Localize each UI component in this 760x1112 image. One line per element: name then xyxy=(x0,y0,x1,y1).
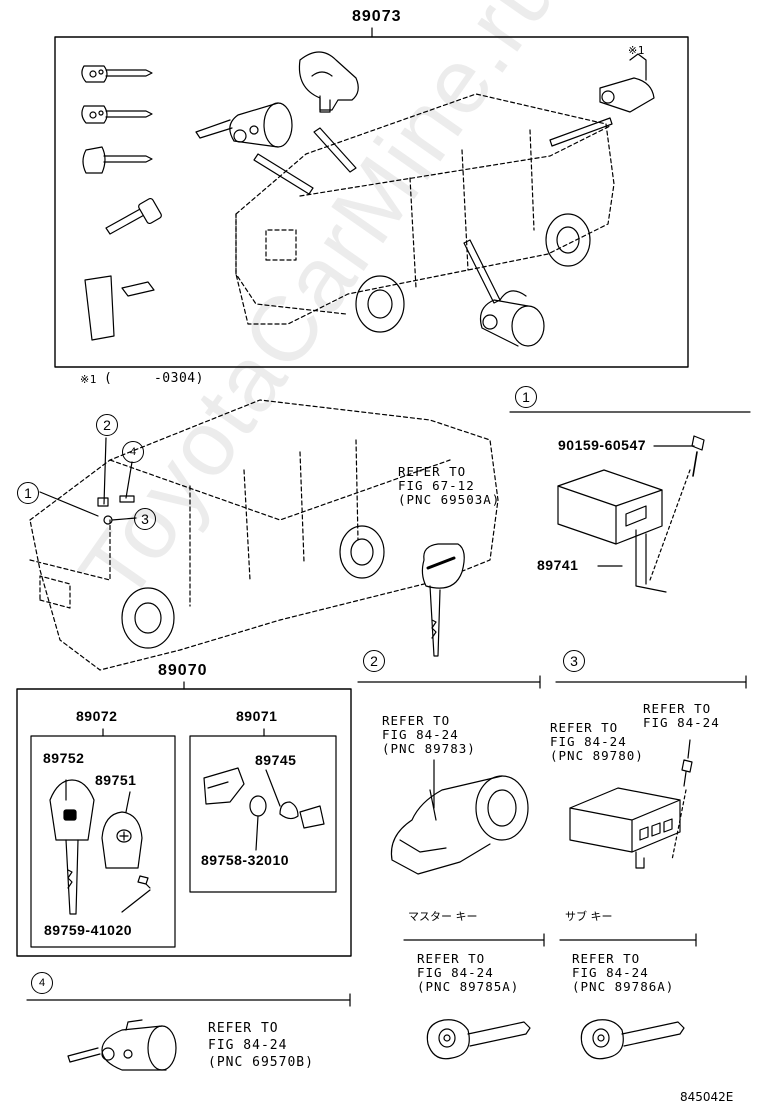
master-key-reference: REFER TO FIG 84-24 (PNC 89785A) xyxy=(417,952,519,994)
section-3-bolt-reference: REFER TO FIG 84-24 xyxy=(643,702,720,730)
key-reference: REFER TO FIG 67-12 (PNC 69503A) xyxy=(398,465,500,507)
sub-key-ref-line2: FIG 84-24 xyxy=(572,965,649,980)
master-key-blank-icon xyxy=(426,1019,531,1060)
remote-part-number: 89751 xyxy=(95,772,137,788)
key-blank-2-icon xyxy=(81,105,153,124)
key-blank-3-icon xyxy=(82,146,153,174)
key-tag-icon xyxy=(84,275,115,341)
key-blank-1-icon xyxy=(81,65,153,83)
key-ref-line1: REFER TO xyxy=(398,464,467,479)
kit-left-part-number: 89072 xyxy=(76,708,118,724)
section-2-ref-line3: (PNC 89783) xyxy=(382,741,476,756)
section-3-callout: 3 xyxy=(563,650,585,672)
screw-small-icon xyxy=(137,875,151,889)
ecu-module-icon xyxy=(557,469,667,593)
vehicle-top-wheels xyxy=(355,213,591,333)
callout-2-vehicle: 2 xyxy=(96,414,118,436)
key-chip-icon xyxy=(121,281,155,297)
vehicle-mid-wheels xyxy=(121,525,385,649)
section-1-callout: 1 xyxy=(515,386,537,408)
section-2-ref-line2: FIG 84-24 xyxy=(382,727,459,742)
section-4-ref-line2: FIG 84-24 xyxy=(208,1038,288,1053)
kit-right-frame xyxy=(189,735,337,893)
section-3-unit-ref-line3: (PNC 89780) xyxy=(550,748,644,763)
case-tab-icon xyxy=(299,805,325,829)
master-key-label: マスター キー xyxy=(408,910,478,923)
control-unit-icon xyxy=(569,787,681,869)
callout-4-vehicle: 4 xyxy=(122,441,144,463)
callout-1-vehicle: 1 xyxy=(17,482,39,504)
key-icon xyxy=(421,543,465,657)
top-box-note-mark: ※1 xyxy=(628,44,645,57)
sub-key-ref-line3: (PNC 89786A) xyxy=(572,979,675,994)
key-ref-line2: FIG 67-12 xyxy=(398,478,475,493)
key-part-number: 89752 xyxy=(43,750,85,766)
sub-key-label: サブ キー xyxy=(565,910,613,923)
footnote-mark: ※1 xyxy=(80,373,97,386)
sub-key-ref-line1: REFER TO xyxy=(572,951,641,966)
screw-icon xyxy=(681,759,693,787)
key-blank-4-icon xyxy=(105,197,162,235)
screw-part-number: 89759-41020 xyxy=(44,922,133,938)
key-ref-line3: (PNC 69503A) xyxy=(398,492,501,507)
lock-housing-icon xyxy=(195,102,293,148)
ignition-switch-icon xyxy=(390,775,529,875)
kit-right-part-number: 89071 xyxy=(236,708,278,724)
bolt-icon xyxy=(691,435,705,477)
case-part-number: 89745 xyxy=(255,752,297,768)
section-2-callout: 2 xyxy=(363,650,385,672)
section-4-ref-line3: (PNC 69570B) xyxy=(208,1055,314,1070)
master-key-ref-line1: REFER TO xyxy=(417,951,486,966)
battery-part-number: 89758-32010 xyxy=(201,852,290,868)
section-4-ref-line1: REFER TO xyxy=(208,1021,279,1036)
footnote-text: ( -0304) xyxy=(104,371,204,386)
master-key-ref-line2: FIG 84-24 xyxy=(417,965,494,980)
vehicle-top-outline xyxy=(235,93,615,325)
back-door-lock-icon xyxy=(599,53,655,113)
section-4-reference: REFER TO FIG 84-24 (PNC 69570B) xyxy=(208,1020,314,1071)
ignition-cylinder-icon xyxy=(298,51,359,113)
remote-transmitter-icon xyxy=(101,811,143,869)
section-3-unit-ref-line2: FIG 84-24 xyxy=(550,734,627,749)
case-clip-icon xyxy=(279,801,299,820)
sub-key-reference: REFER TO FIG 84-24 (PNC 89786A) xyxy=(572,952,674,994)
case-half-icon xyxy=(203,767,245,805)
callout-3-vehicle: 3 xyxy=(134,508,156,530)
bolt-part-number: 90159-60547 xyxy=(558,437,647,453)
section-3-unit-reference: REFER TO FIG 84-24 (PNC 89780) xyxy=(550,721,644,763)
door-lock-cylinder-4-icon xyxy=(67,1019,177,1071)
figure-code: 845042E xyxy=(680,1090,734,1104)
section-3-bolt-ref-line1: REFER TO xyxy=(643,701,712,716)
battery-icon xyxy=(249,795,267,817)
top-box-part-number: 89073 xyxy=(352,8,402,25)
vehicle-mid-outline xyxy=(29,399,499,671)
master-key-icon xyxy=(49,779,95,915)
ecu-part-number: 89741 xyxy=(537,557,579,573)
master-key-ref-line3: (PNC 89785A) xyxy=(417,979,520,994)
section-3-unit-ref-line1: REFER TO xyxy=(550,720,619,735)
sub-key-blank-icon xyxy=(580,1019,685,1060)
section-3-bolt-ref-line2: FIG 84-24 xyxy=(643,715,720,730)
section-4-callout: 4 xyxy=(31,972,53,994)
kit-part-number: 89070 xyxy=(158,662,208,679)
section-2-ref-line1: REFER TO xyxy=(382,713,451,728)
section-2-reference: REFER TO FIG 84-24 (PNC 89783) xyxy=(382,714,476,756)
door-lock-cylinder-icon xyxy=(479,290,545,347)
